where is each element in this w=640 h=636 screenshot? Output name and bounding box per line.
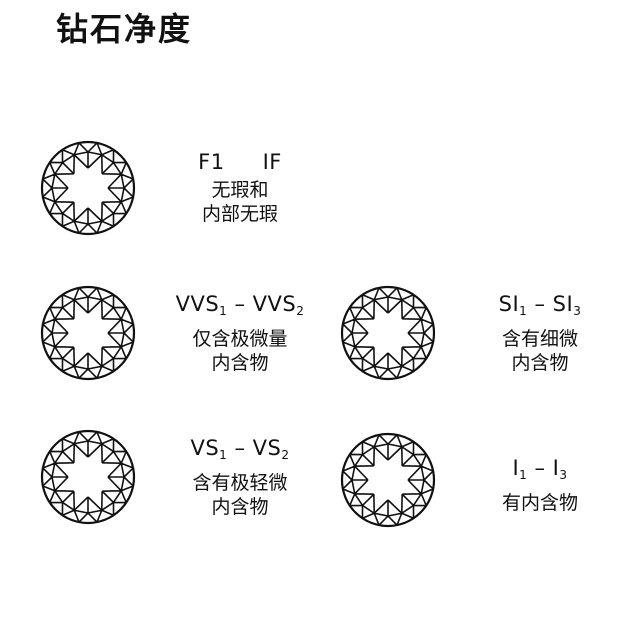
grade-description: 仅含极微量 内含物 — [192, 328, 288, 374]
diamond-vvs-icon — [40, 285, 136, 381]
diamond-vs-icon — [40, 429, 136, 525]
diamond-flawless-icon — [40, 140, 136, 236]
grade-vvs: VVS1 – VVS2 仅含极微量 内含物 — [170, 292, 310, 375]
grade-description: 无瑕和 内部无瑕 — [201, 179, 278, 225]
grade-code: SI1 – SI3 — [498, 292, 582, 318]
grade-code: VVS1 – VVS2 — [175, 292, 305, 318]
grade-description: 含有极轻微 内含物 — [192, 472, 288, 518]
grade-si: SI1 – SI3 含有细微 内含物 — [470, 292, 610, 375]
grade-i: I1 – I3 有内含物 — [470, 456, 610, 515]
page-title: 钻石净度 — [56, 10, 193, 48]
grade-description: 含有细微 内含物 — [501, 328, 578, 374]
diamond-included-icon — [340, 432, 436, 528]
grade-code: I1 – I3 — [512, 456, 568, 482]
diamond-si-icon — [340, 285, 436, 381]
grade-vs: VS1 – VS2 含有极轻微 内含物 — [170, 436, 310, 519]
grade-code: VS1 – VS2 — [190, 436, 290, 462]
grade-description: 有内含物 — [501, 492, 578, 514]
